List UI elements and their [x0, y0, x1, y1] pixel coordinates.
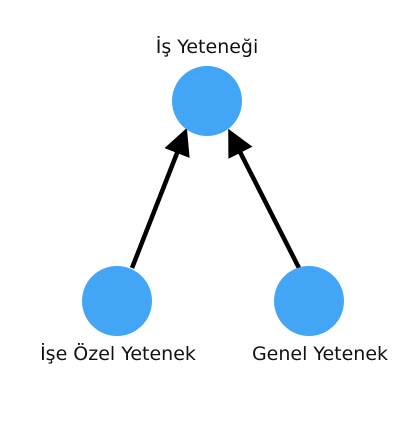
label-genel-yetenek: Genel Yetenek: [252, 343, 388, 365]
node-ise-ozel-yetenek: [82, 266, 152, 336]
node-is-yetenegi: [172, 66, 242, 136]
label-is-yetenegi: İş Yeteneği: [156, 35, 259, 58]
edge-right-to-top: [228, 128, 302, 270]
node-genel-yetenek: [274, 266, 344, 336]
label-ise-ozel-yetenek: İşe Özel Yetenek: [40, 342, 196, 365]
edge-left-to-top: [129, 127, 190, 269]
